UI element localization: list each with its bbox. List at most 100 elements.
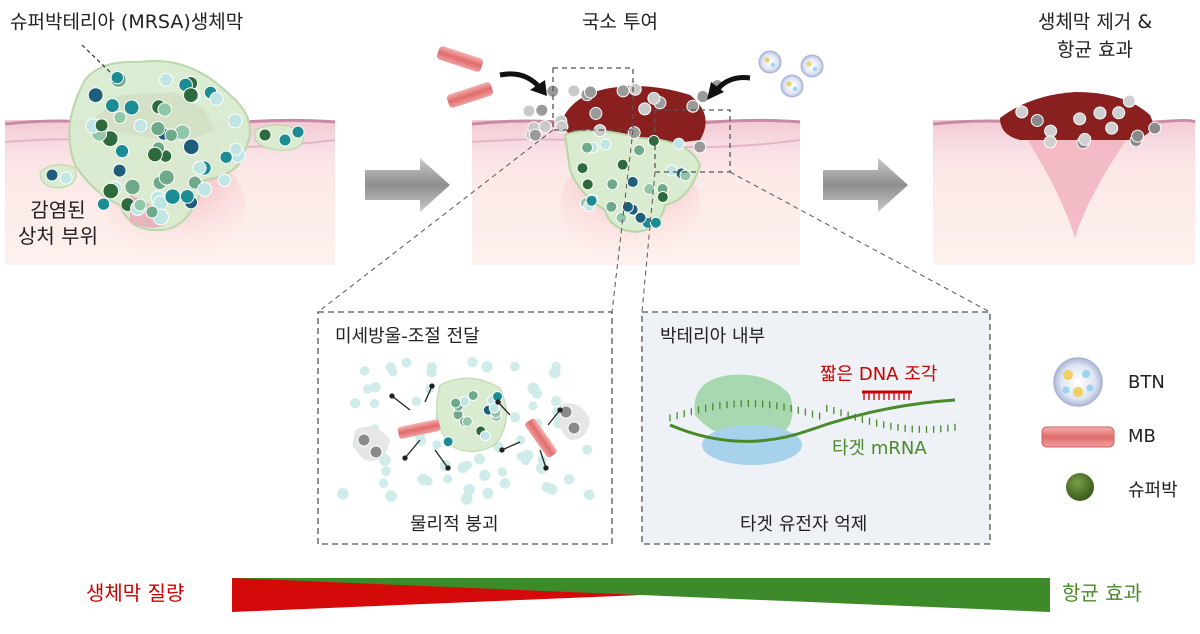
legend-label-mb: MB <box>1128 426 1156 447</box>
particle <box>443 474 453 484</box>
infected-wound-label-1: 감염된 <box>30 198 86 222</box>
particle <box>599 138 612 151</box>
particle <box>550 396 562 407</box>
particle <box>621 200 634 213</box>
particle <box>59 171 73 185</box>
particle <box>647 91 661 105</box>
particle <box>643 183 656 196</box>
particle <box>461 415 473 427</box>
particle <box>123 99 140 116</box>
particle <box>401 357 412 368</box>
particle <box>182 138 200 156</box>
particle <box>278 133 292 147</box>
particle <box>563 474 575 485</box>
particle <box>499 478 511 489</box>
particle <box>94 118 109 133</box>
particle <box>112 163 127 178</box>
particle <box>1112 106 1126 120</box>
particle <box>1015 105 1029 119</box>
particle <box>1030 113 1044 127</box>
particle <box>217 173 231 187</box>
zoom-box-left <box>552 67 634 131</box>
particle <box>559 405 573 419</box>
particle <box>567 421 581 435</box>
particle <box>672 137 685 150</box>
particle <box>488 402 500 414</box>
particle <box>656 191 669 204</box>
particle <box>385 490 397 502</box>
btn-nanoparticle-icon <box>1053 357 1103 407</box>
antibacterial-wedge <box>232 578 1050 612</box>
particle <box>509 361 520 372</box>
particle <box>481 361 493 373</box>
particle <box>649 216 662 229</box>
particle <box>509 412 521 423</box>
result-title-1: 생체막 제거 & <box>1037 11 1153 33</box>
particle <box>158 169 175 186</box>
particle <box>531 388 543 399</box>
particle <box>147 146 163 163</box>
particle <box>585 194 598 207</box>
particle <box>337 488 349 500</box>
particle <box>800 54 824 78</box>
inset-physical-disruption <box>317 311 613 545</box>
mrna-strand <box>669 398 956 443</box>
particle <box>179 189 195 204</box>
legend <box>1041 357 1115 501</box>
particle <box>467 356 478 368</box>
particle <box>192 160 207 175</box>
particle <box>1043 135 1057 149</box>
particle <box>633 144 646 157</box>
particle <box>616 158 629 171</box>
particle <box>460 492 473 505</box>
treatment-panel <box>437 46 824 265</box>
particle <box>426 367 437 378</box>
particle <box>385 361 396 373</box>
particle <box>378 478 389 488</box>
particle <box>1122 94 1136 108</box>
particle <box>638 102 652 116</box>
particle <box>369 398 380 409</box>
particle <box>227 113 243 129</box>
particle <box>159 72 174 87</box>
dna-fragment-label: 짧은 DNA 조각 <box>820 364 938 385</box>
legend-label-btn: BTN <box>1128 372 1165 393</box>
bacteria-cluster <box>45 70 305 226</box>
particle <box>628 82 642 96</box>
particle <box>616 84 630 98</box>
particle <box>362 384 373 394</box>
particle <box>445 465 451 471</box>
particle <box>567 84 581 98</box>
particle <box>1131 129 1145 143</box>
particle <box>442 436 454 448</box>
progress-arrow-1 <box>365 158 450 212</box>
particle <box>450 397 462 409</box>
microbubble <box>397 419 441 439</box>
particle <box>686 99 700 113</box>
particle <box>1093 106 1107 120</box>
particle <box>521 455 531 466</box>
particle <box>1073 112 1087 126</box>
particle <box>182 87 199 103</box>
particle <box>1078 132 1092 146</box>
particle <box>379 454 391 466</box>
particle <box>462 460 473 470</box>
particle <box>113 111 127 125</box>
particle <box>584 85 598 99</box>
particle <box>605 200 618 213</box>
particle <box>582 444 593 455</box>
particle <box>432 440 442 450</box>
particle <box>164 188 181 205</box>
ribosome-large <box>694 374 793 441</box>
inset-left-caption: 물리적 붕괴 <box>410 514 499 535</box>
particle <box>359 366 370 376</box>
particle <box>463 483 475 496</box>
particle <box>164 128 178 142</box>
particle <box>1105 121 1119 135</box>
particle <box>606 178 619 191</box>
particle <box>133 198 147 212</box>
particle <box>581 178 594 191</box>
inset-right-caption: 타겟 유전자 억제 <box>740 514 868 535</box>
